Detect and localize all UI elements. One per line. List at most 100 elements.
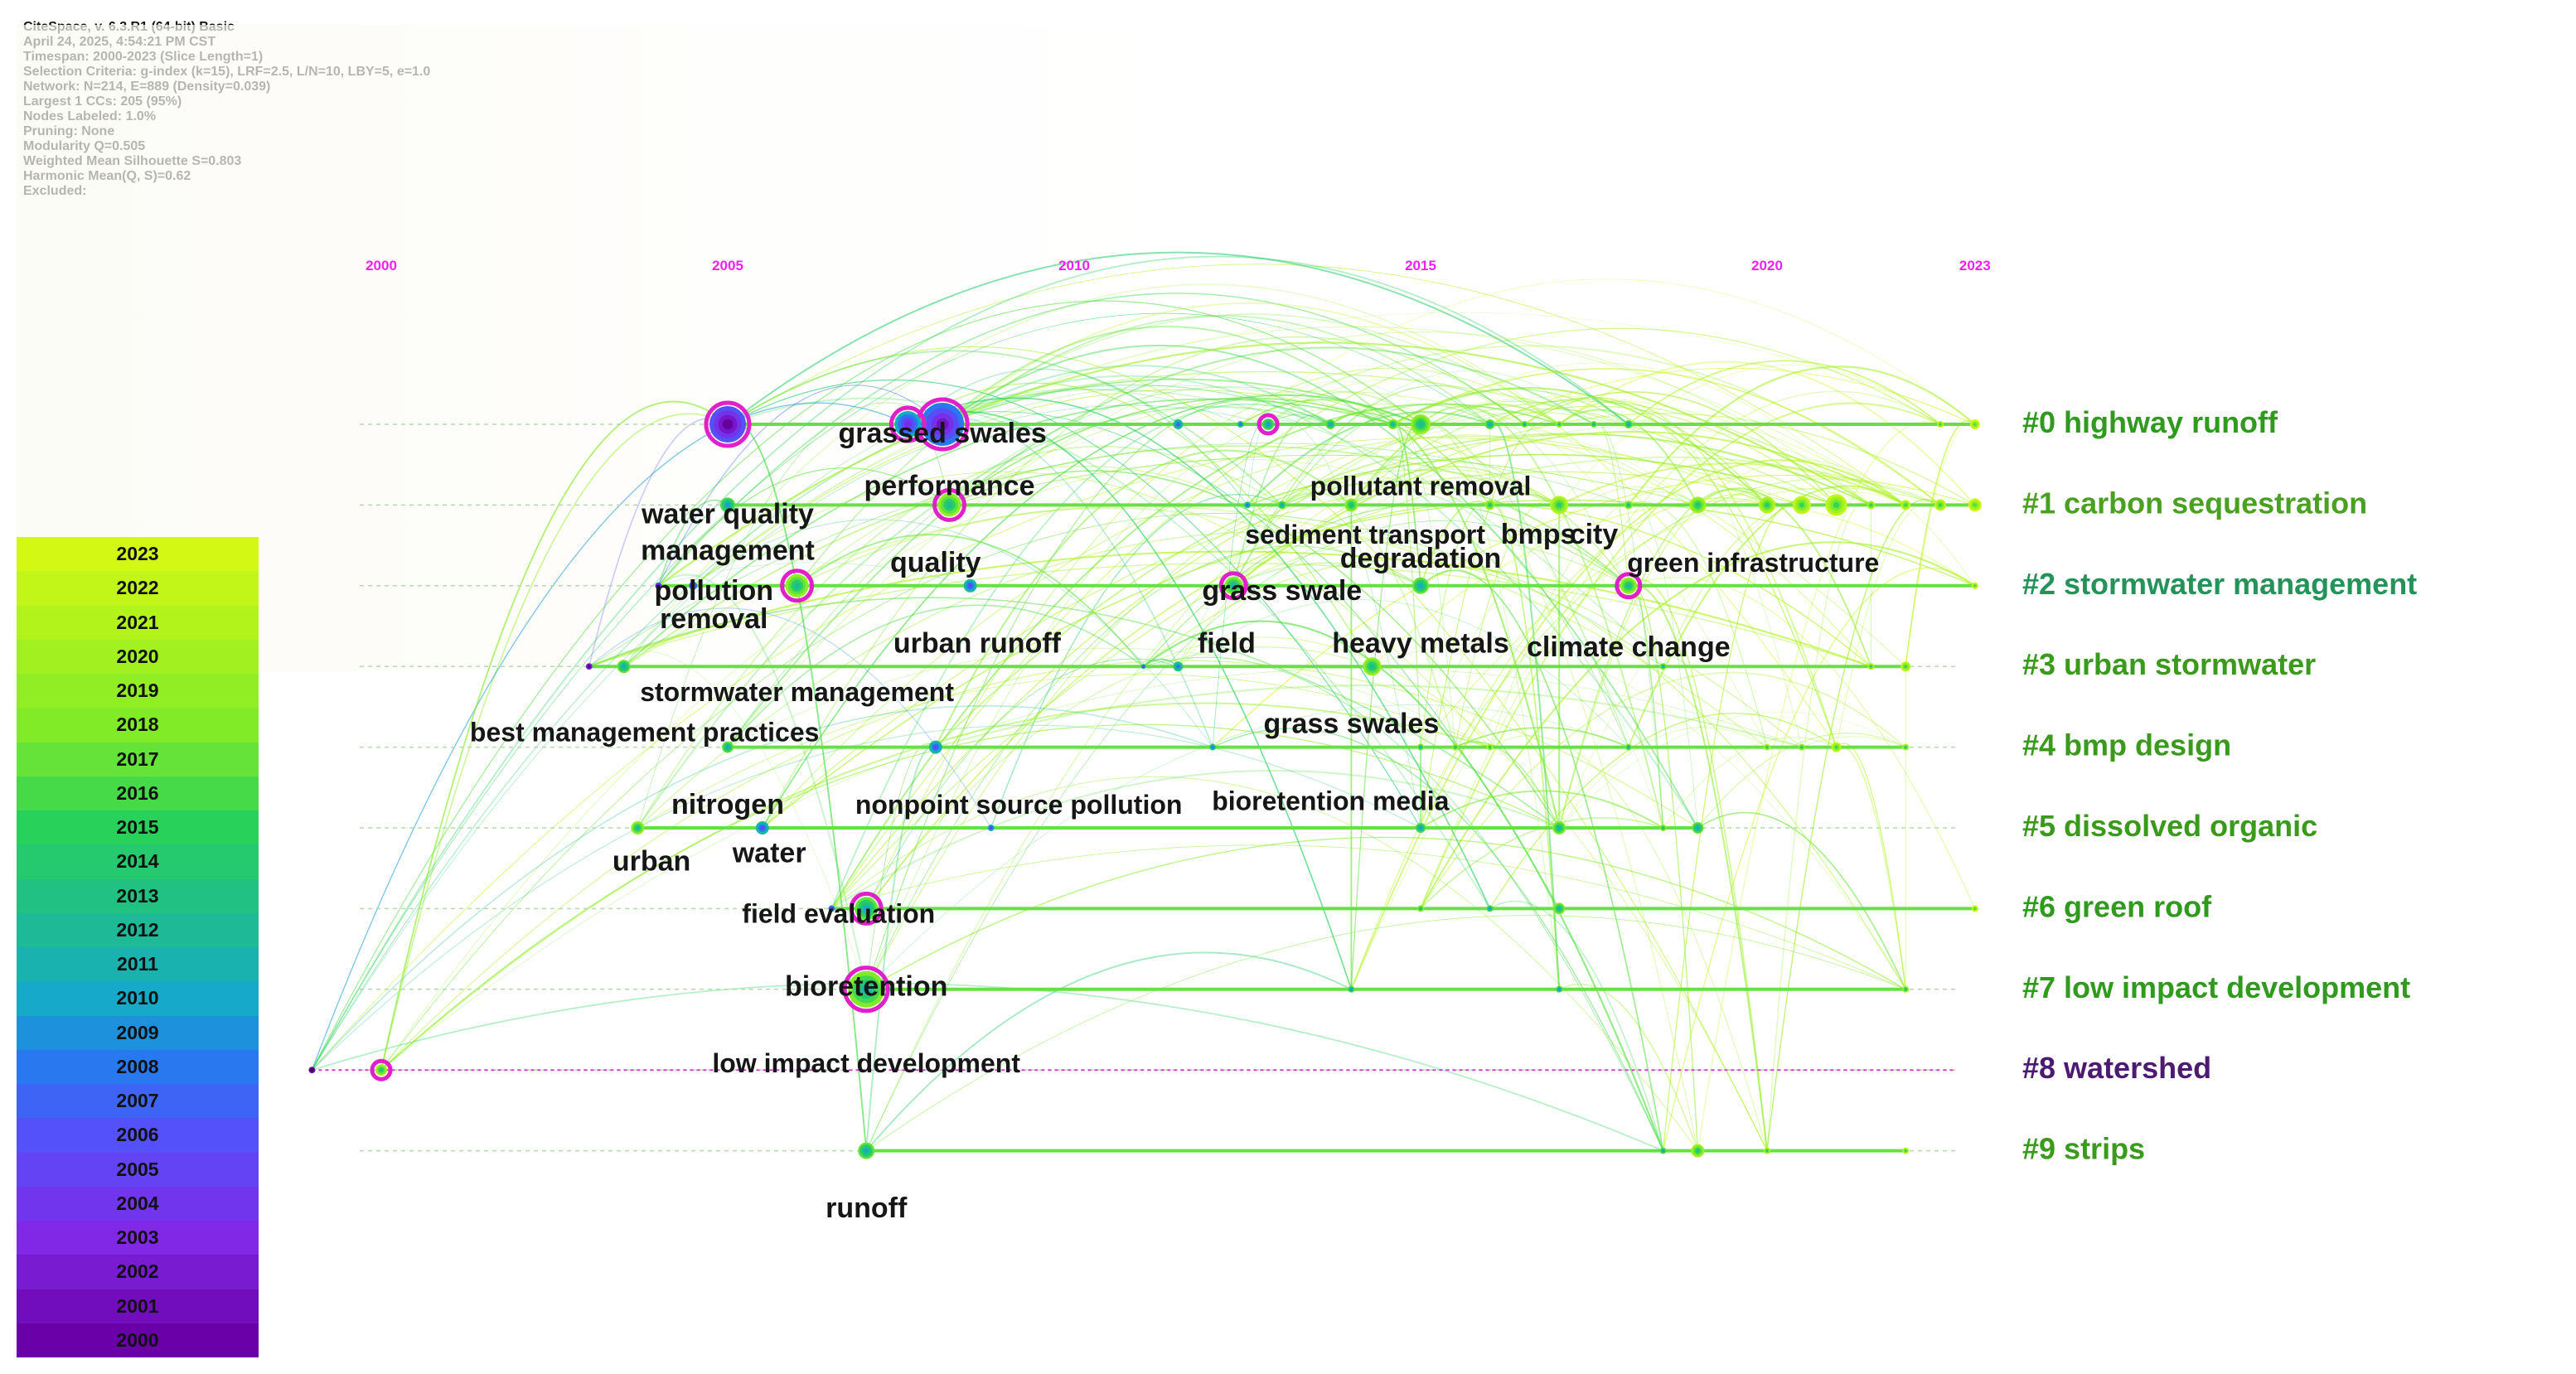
cluster-label[interactable]: #5 dissolved organic	[2022, 809, 2317, 843]
keyword-node[interactable]	[1553, 902, 1566, 915]
keyword-node[interactable]	[1417, 743, 1424, 751]
keyword-node[interactable]	[1417, 905, 1424, 912]
keyword-node[interactable]	[1556, 421, 1563, 428]
keyword-node[interactable]	[1556, 985, 1563, 993]
keyword-node[interactable]	[1209, 743, 1217, 751]
keyword-node[interactable]	[704, 400, 752, 448]
node-ring	[1662, 1149, 1665, 1153]
keyword-node[interactable]	[689, 581, 698, 590]
cluster-label[interactable]: #6 green roof	[2022, 889, 2212, 923]
keyword-node[interactable]	[1625, 743, 1632, 751]
keyword-node[interactable]	[1689, 496, 1707, 514]
keyword-node[interactable]	[1237, 421, 1244, 428]
keyword-node[interactable]	[1902, 743, 1910, 751]
keyword-node[interactable]	[1387, 419, 1398, 429]
keyword-node[interactable]	[1615, 572, 1643, 600]
keyword-node[interactable]	[1451, 743, 1459, 751]
keyword-node[interactable]	[308, 1067, 316, 1074]
keyword-node[interactable]	[370, 1058, 393, 1081]
keyword-node[interactable]	[1937, 421, 1944, 428]
keyword-node[interactable]	[849, 891, 884, 926]
keyword-node[interactable]	[1550, 496, 1569, 515]
keyword-node[interactable]	[1412, 577, 1429, 594]
keyword-node[interactable]	[1659, 663, 1667, 670]
keyword-node[interactable]	[1363, 657, 1382, 676]
keyword-node[interactable]	[1521, 421, 1528, 428]
keyword-node[interactable]	[1901, 500, 1911, 510]
keyword-node[interactable]	[1901, 661, 1911, 672]
keyword-node[interactable]	[631, 821, 645, 835]
cluster-label[interactable]: #1 carbon sequestration	[2022, 486, 2367, 520]
keyword-node[interactable]	[1348, 985, 1355, 993]
keyword-node[interactable]	[1764, 743, 1770, 751]
keyword-node[interactable]	[1691, 1144, 1705, 1158]
keyword-node[interactable]	[1325, 419, 1336, 429]
keyword-node[interactable]	[1173, 661, 1184, 672]
keyword-node[interactable]	[1218, 571, 1248, 601]
keyword-node[interactable]	[932, 487, 967, 522]
keyword-node[interactable]	[1902, 1147, 1910, 1154]
co-occurrence-link	[762, 394, 1421, 829]
keyword-node[interactable]	[1173, 419, 1184, 429]
keyword-node[interactable]	[1140, 664, 1146, 670]
keyword-node[interactable]	[1484, 500, 1495, 510]
node-ring	[1488, 423, 1492, 426]
keyword-node[interactable]	[1971, 582, 1978, 589]
keyword-node[interactable]	[1792, 496, 1811, 515]
keyword-node[interactable]	[842, 965, 890, 1014]
keyword-node[interactable]	[1692, 822, 1704, 834]
keyword-node[interactable]	[1968, 498, 1982, 512]
keyword-node[interactable]	[1624, 501, 1633, 510]
co-occurrence-link	[1247, 423, 1269, 506]
keyword-node[interactable]	[987, 825, 995, 831]
keyword-node[interactable]	[1416, 823, 1426, 833]
keyword-node[interactable]	[617, 660, 631, 674]
keyword-node[interactable]	[963, 578, 977, 593]
keyword-node[interactable]	[1825, 494, 1847, 516]
keyword-node[interactable]	[1486, 905, 1494, 912]
keyword-node[interactable]	[1934, 499, 1946, 511]
keyword-node[interactable]	[755, 821, 769, 835]
keyword-node[interactable]	[828, 905, 835, 912]
keyword-node[interactable]	[1659, 1147, 1667, 1154]
keyword-node[interactable]	[1969, 419, 1980, 429]
cluster-label[interactable]: #7 low impact development	[2022, 970, 2410, 1004]
keyword-node[interactable]	[1902, 985, 1910, 993]
keyword-node[interactable]	[1484, 419, 1495, 429]
keyword-node[interactable]	[1591, 421, 1597, 428]
keyword-node[interactable]	[722, 741, 734, 753]
keyword-node[interactable]	[1277, 501, 1286, 510]
keyword-node[interactable]	[915, 397, 970, 452]
keyword-node[interactable]	[1764, 1147, 1770, 1154]
cluster-label[interactable]: #0 highway runoff	[2022, 405, 2278, 439]
keyword-node[interactable]	[1867, 663, 1875, 670]
cluster-labels[interactable]: #0 highway runoff #1 carbon sequestration…	[2022, 405, 2417, 1166]
co-occurrence-link	[1697, 487, 1872, 667]
keyword-nodes[interactable]	[308, 397, 1982, 1159]
keyword-node[interactable]	[1411, 414, 1431, 434]
cluster-label[interactable]: #3 urban stormwater	[2022, 647, 2316, 681]
keyword-node[interactable]	[1486, 743, 1494, 751]
cluster-label[interactable]: #9 strips	[2022, 1132, 2145, 1166]
keyword-node[interactable]	[858, 1142, 875, 1159]
keyword-node[interactable]	[1831, 742, 1842, 752]
keyword-node[interactable]	[1257, 413, 1280, 436]
cluster-label[interactable]: #4 bmp design	[2022, 728, 2231, 762]
keyword-node[interactable]	[720, 497, 735, 513]
keyword-node[interactable]	[1344, 498, 1358, 512]
cluster-label[interactable]: #8 watershed	[2022, 1051, 2211, 1085]
keyword-node[interactable]	[928, 740, 942, 754]
keyword-node[interactable]	[889, 405, 927, 443]
keyword-node[interactable]	[585, 663, 593, 670]
keyword-node[interactable]	[655, 582, 662, 589]
cluster-label[interactable]: #2 stormwater management	[2022, 567, 2417, 601]
keyword-node[interactable]	[1798, 743, 1805, 751]
keyword-node[interactable]	[780, 568, 815, 603]
keyword-node[interactable]	[1971, 905, 1978, 912]
keyword-node[interactable]	[1659, 825, 1667, 831]
keyword-node[interactable]	[1759, 496, 1775, 514]
keyword-node[interactable]	[1624, 420, 1633, 428]
keyword-node[interactable]	[1552, 821, 1566, 835]
keyword-node[interactable]	[1244, 501, 1251, 509]
keyword-node[interactable]	[1867, 501, 1876, 510]
